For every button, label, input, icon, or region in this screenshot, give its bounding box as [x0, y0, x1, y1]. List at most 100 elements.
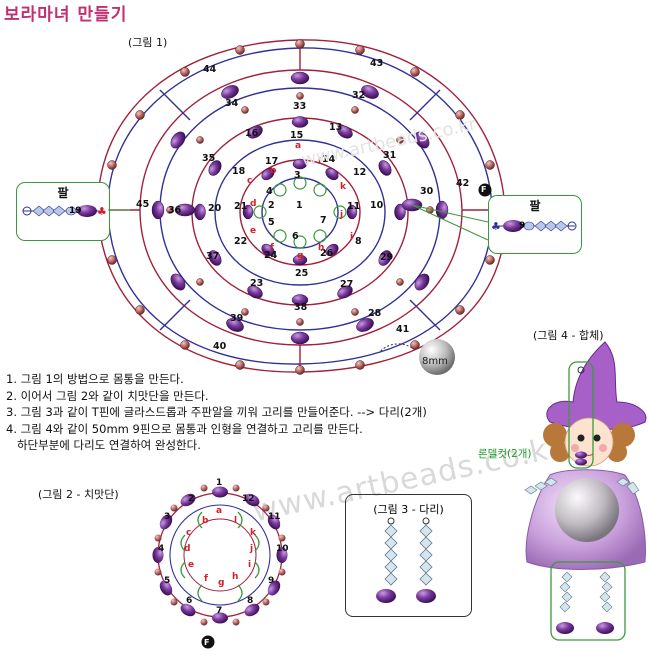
fig1-num: 6	[292, 231, 299, 242]
arm-right-number: 9	[519, 221, 526, 231]
fig1-num: 3	[294, 170, 301, 181]
fig1-num: 38	[294, 302, 308, 313]
fig1-num: 5	[268, 217, 275, 228]
fig2-num: 1	[216, 478, 223, 488]
fig2-num: 12	[242, 494, 255, 504]
figure4-caption: (그림 4 - 합체)	[533, 329, 604, 342]
fig1-letter: b	[270, 166, 277, 176]
fig1-num: 45	[136, 199, 150, 210]
rondelle-label: 론델컷(2개)	[478, 448, 532, 460]
finish-marker-label: F	[481, 185, 487, 194]
fig1-num: 8	[355, 236, 362, 247]
step-item: 3. 그림 3과 같이 T핀에 글라스드롭과 주판알을 끼워 고리를 만들어준다…	[6, 405, 427, 419]
fig2-num: 4	[158, 544, 165, 554]
figure2-letter-layer: a b c d e f g h i j k l	[130, 470, 310, 650]
arm-left-number: 19	[69, 206, 82, 216]
svg-text:♣: ♣	[97, 205, 107, 218]
fig1-num: 33	[293, 101, 307, 112]
bead-size-label: 8mm	[422, 356, 448, 367]
figure2-diagram	[152, 484, 288, 649]
fig2-letter: i	[248, 560, 252, 570]
fig1-num: 13	[329, 122, 343, 133]
fig1-num: 39	[230, 313, 244, 324]
fig1-num: 40	[213, 341, 227, 352]
instruction-steps: 1. 그림 1의 방법으로 몸통을 만든다. 2. 이어서 그림 2와 같이 치…	[6, 371, 427, 454]
green-loops	[253, 176, 347, 249]
fig1-num: 26	[320, 248, 334, 259]
figure1-caption: (그림 1)	[128, 36, 168, 49]
fig1-letter: h	[318, 243, 325, 253]
fig1-num: 16	[245, 128, 259, 139]
fig2-letter: j	[250, 544, 254, 554]
fig1-num: 30	[420, 186, 434, 197]
fig1-letter: g	[297, 251, 304, 261]
fig1-num: 22	[234, 236, 248, 247]
svg-text:♣: ♣	[491, 220, 501, 233]
fig1-letter: i	[350, 232, 354, 242]
fig1-num: 7	[320, 215, 327, 226]
figure3-caption: (그림 3 - 다리)	[373, 503, 444, 516]
fig2-num: 8	[247, 596, 254, 606]
fig1-num: 41	[396, 324, 410, 335]
fig1-num: 4	[266, 186, 273, 197]
fig2-num: 5	[164, 576, 171, 586]
figure2-number-layer: 1 2 3 4 5 6 7 8 9 10 11 12	[130, 470, 310, 650]
arm-right-illustration: ♣	[491, 220, 577, 233]
arm-right-title: 팔	[529, 199, 541, 213]
fig1-num: 14	[322, 154, 336, 165]
page-title: 보라마녀 만들기	[4, 5, 128, 25]
fig1-num: 42	[456, 178, 470, 189]
fig1-num: 23	[250, 278, 264, 289]
arm-left-title: 팔	[57, 186, 69, 200]
fig1-num: 25	[295, 268, 309, 279]
silver-8mm-bead	[379, 339, 455, 375]
fig2-letter: h	[232, 572, 239, 582]
fig2-num: 3	[164, 512, 171, 522]
step-item: 2. 이어서 그림 2와 같이 치맛단을 만든다.	[6, 388, 209, 403]
fig2-num: 11	[268, 512, 281, 522]
arm-left-illustration: ♣	[22, 205, 107, 218]
step-item: 하단부분에 다리도 연결하여 완성한다.	[6, 438, 201, 452]
figure4-doll-illustration	[524, 341, 647, 641]
fig1-num: 32	[352, 90, 366, 101]
fig2-letter: k	[250, 528, 256, 538]
finish-marker-1	[478, 183, 492, 197]
fig1-letter: c	[247, 176, 253, 186]
fig1-num: 18	[232, 166, 246, 177]
step-item: 4. 그림 4와 같이 50mm 9핀으로 몸통과 인형을 연결하고 고리를 만…	[6, 421, 363, 436]
fig1-num: 20	[208, 203, 222, 214]
fig1-num: 10	[370, 200, 384, 211]
fig1-num: 2	[268, 200, 275, 211]
fig2-num: 10	[276, 544, 289, 554]
fig1-num: 21	[234, 201, 248, 212]
arm-right-panel: 팔 ♣ 9	[488, 195, 582, 254]
fig2-num: 9	[268, 576, 275, 586]
fig2-letter: a	[216, 506, 223, 516]
fig1-num: 34	[225, 98, 239, 109]
fig2-letter: b	[202, 516, 209, 526]
fig2-letter: e	[188, 560, 195, 570]
fig1-num: 36	[168, 205, 182, 216]
figure2-caption: (그림 2 - 치맛단)	[38, 488, 119, 501]
fig1-num: 24	[264, 250, 278, 261]
step-item: 1. 그림 1의 방법으로 몸통을 만든다.	[6, 372, 184, 386]
fig1-num: 17	[265, 156, 279, 167]
fig1-num: 28	[368, 308, 382, 319]
fig1-num: 31	[383, 150, 397, 161]
fig1-letter: j	[340, 210, 344, 220]
fig2-letter: l	[234, 516, 238, 526]
figure3-panel: (그림 3 - 다리)	[345, 494, 472, 617]
fig1-letter: e	[250, 226, 257, 236]
fig1-letter: l	[318, 157, 322, 167]
fig2-num: 6	[186, 596, 193, 606]
fig1-letter: k	[340, 182, 346, 192]
fig2-num: 2	[188, 494, 195, 504]
fig1-num: 29	[380, 252, 394, 263]
fig1-num: 12	[353, 167, 367, 178]
fig1-letter: f	[270, 243, 274, 253]
finish-marker-2-label: F	[204, 638, 210, 647]
